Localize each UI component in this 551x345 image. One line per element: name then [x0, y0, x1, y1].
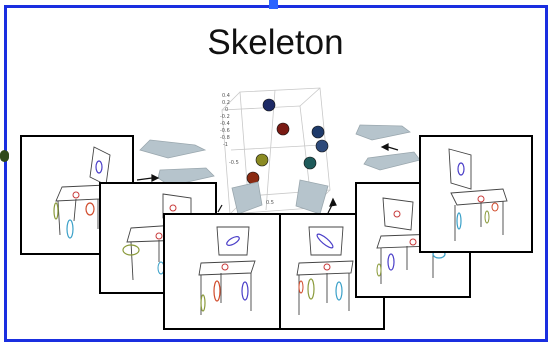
connector-notch — [269, 0, 278, 9]
skeleton-joints — [246, 98, 329, 185]
skeleton-joint — [303, 156, 317, 170]
plot-y-tick: -1 — [223, 142, 228, 148]
block-bottom-left — [231, 181, 263, 215]
transition-arrows — [136, 143, 399, 214]
block-left-mid — [157, 167, 215, 187]
chair-drawing — [296, 226, 354, 315]
block-left-top — [139, 139, 207, 159]
plot-x-tick: 0.5 — [266, 200, 274, 206]
chair-panel-3 — [163, 213, 281, 330]
chair-drawing — [376, 197, 446, 284]
plot-y-tick: 0.2 — [222, 100, 230, 106]
plot-y-tick: -0.6 — [220, 128, 230, 134]
chair-drawing — [448, 148, 508, 241]
skeleton-joint — [262, 98, 276, 112]
plot-y-tick: -0.4 — [220, 121, 230, 127]
plot-y-tick: -0.2 — [220, 114, 230, 120]
skeleton-joint — [276, 122, 290, 136]
connector-knob — [0, 150, 9, 162]
block-right-mid — [363, 151, 421, 171]
plot-y-tick: 0 — [225, 107, 228, 113]
skeleton-joint — [255, 153, 269, 167]
plot-x-tick: -0.5 — [229, 160, 239, 166]
plot-y-ticks: 0.4 0.2 0 -0.2 -0.4 -0.6 -0.8 -1 — [220, 93, 230, 148]
transition-blocks — [139, 124, 421, 215]
block-right-top — [355, 124, 411, 141]
chair-panel-6 — [419, 135, 533, 253]
plot-y-tick: -0.8 — [220, 135, 230, 141]
skeleton-joint — [311, 125, 325, 139]
skeleton-joint — [315, 139, 329, 153]
plot-y-tick: 0.4 — [222, 93, 230, 99]
chair-drawing — [198, 226, 256, 315]
figure-title: Skeleton — [207, 23, 344, 62]
